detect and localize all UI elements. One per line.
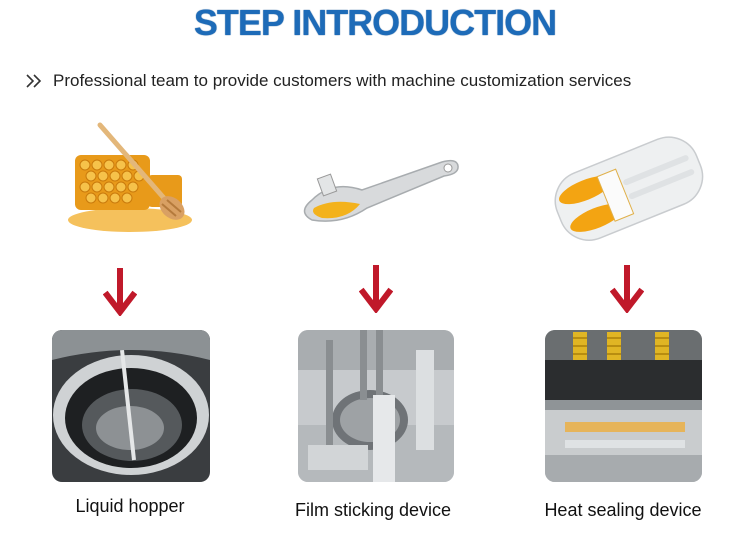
intro-text: Professional team to provide customers w… xyxy=(53,71,632,90)
heat-sealing-device-photo xyxy=(545,330,702,482)
page-title: STEP INTRODUCTION xyxy=(193,2,557,43)
liquid-hopper-photo xyxy=(52,330,210,482)
film-sticking-device-photo xyxy=(298,330,454,482)
down-arrow-icon xyxy=(103,268,137,316)
step-label-2: Film sticking device xyxy=(294,500,452,520)
intro-line: Professional team to provide customers w… xyxy=(25,70,631,92)
down-arrow-icon xyxy=(610,265,644,313)
double-chevron-icon xyxy=(26,74,42,88)
step-label-1: Liquid hopper xyxy=(75,496,185,516)
honey-stick-pack-image xyxy=(554,136,704,241)
down-arrow-icon xyxy=(359,265,393,313)
honey-spoon-image xyxy=(303,159,459,222)
step-label-3: Heat sealing device xyxy=(544,500,702,520)
honeycomb-image xyxy=(68,122,192,232)
